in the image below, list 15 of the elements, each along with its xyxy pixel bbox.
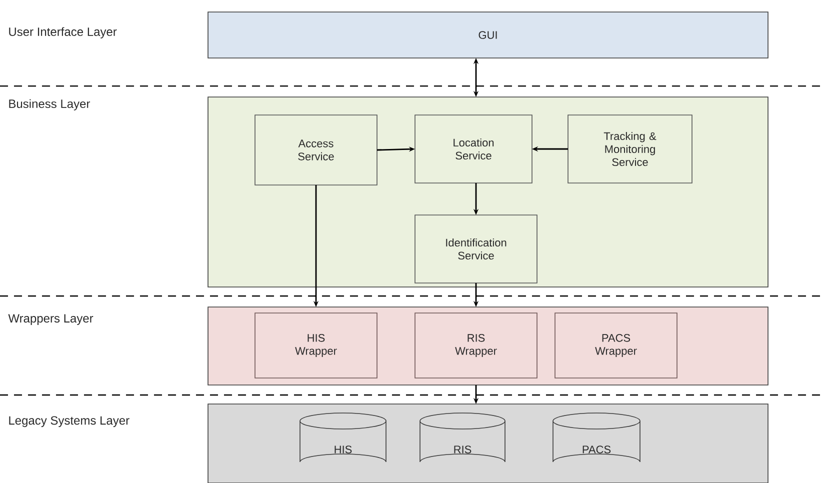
service-box: Access Service (254, 114, 378, 186)
wrapper-box: HIS Wrapper (254, 312, 378, 378)
layer-label: Wrappers Layer (8, 314, 94, 325)
database-cylinder: RIS (420, 412, 506, 462)
layer-label: Legacy Systems Layer (9, 416, 130, 428)
layer-label: User Interface Layer (9, 27, 117, 38)
interface-box: GUI (208, 12, 768, 58)
service-box: Tracking & Monitoring Service (568, 114, 692, 184)
service-box: Location Service (414, 114, 532, 184)
database-cylinder: PACS (552, 412, 640, 462)
service-box: Identification Service (414, 214, 538, 284)
database-cylinder: HIS (300, 412, 386, 462)
wrapper-box: PACS Wrapper (554, 312, 678, 378)
layer-label: Business Layer (9, 99, 90, 110)
wrapper-box: RIS Wrapper (414, 312, 538, 378)
